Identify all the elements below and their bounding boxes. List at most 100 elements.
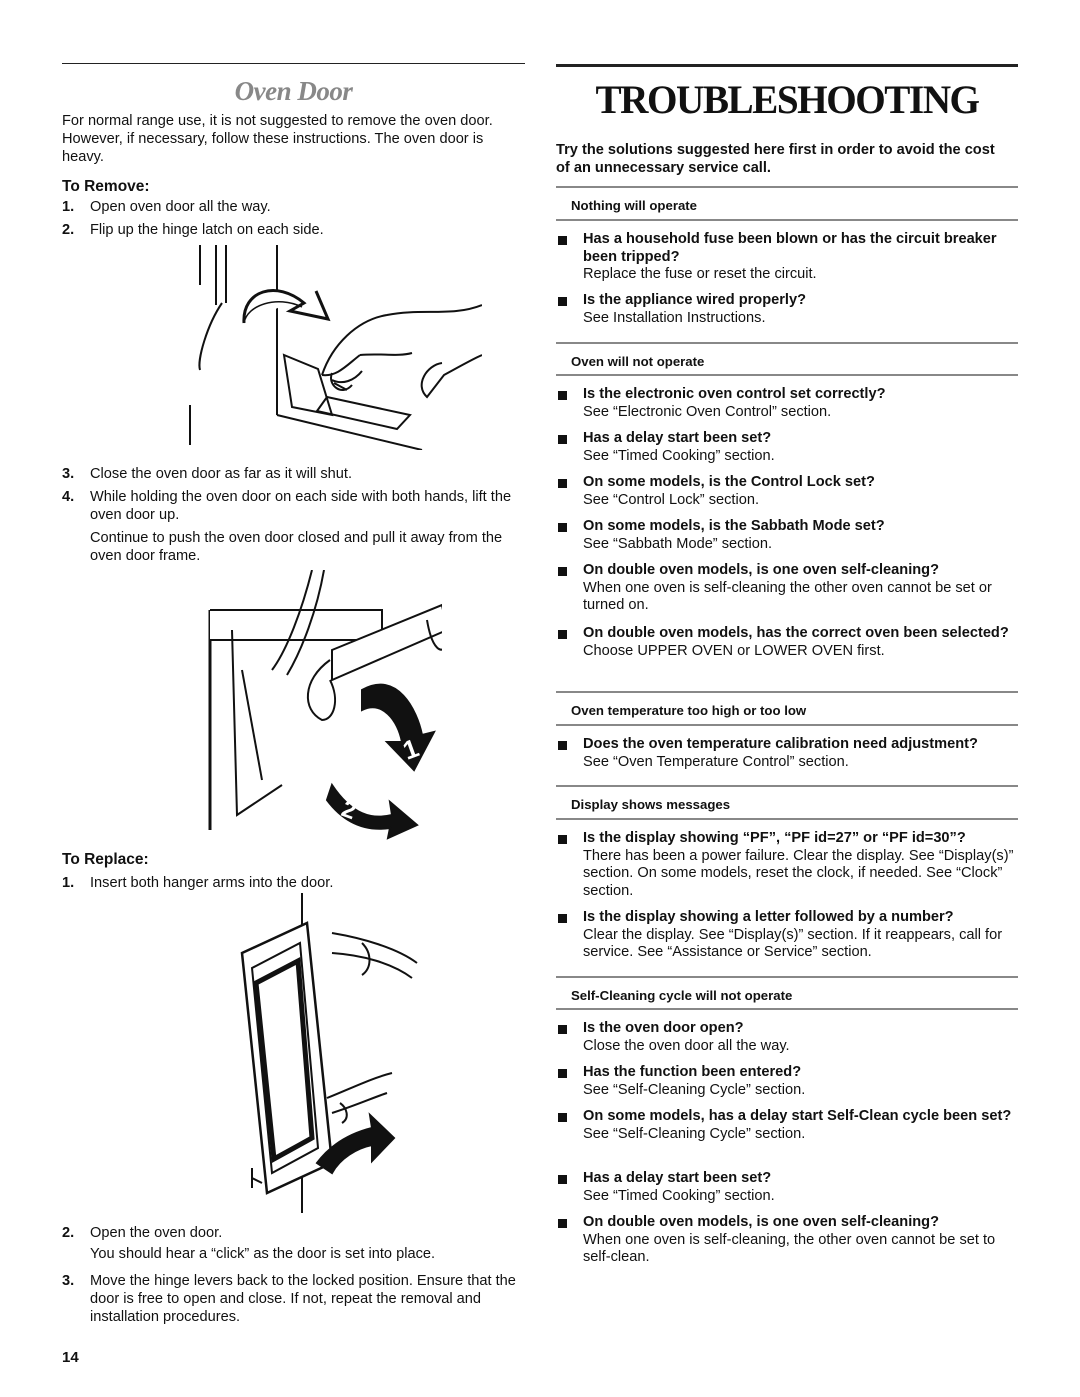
troubleshooting-item: Is the display showing a letter followed… — [556, 909, 1018, 962]
answer: See “Oven Temperature Control” section. — [583, 753, 849, 770]
step-text: Open oven door all the way. — [90, 199, 271, 215]
replace-step-2: 2. Open the oven door. — [62, 1224, 522, 1242]
troubleshooting-item: Is the oven door open? Close the oven do… — [556, 1020, 1018, 1055]
section-heading-nothing-will-operate: Nothing will operate — [571, 198, 698, 213]
bullet-square-icon — [558, 1025, 567, 1034]
answer: Replace the fuse or reset the circuit. — [583, 266, 817, 282]
troubleshooting-item: On double oven models, is one oven self-… — [556, 1214, 1018, 1267]
troubleshooting-item: Does the oven temperature calibration ne… — [556, 736, 1018, 771]
section-heading-oven-will-not-operate: Oven will not operate — [571, 354, 705, 369]
troubleshooting-item: Is the display showing “PF”, “PF id=27” … — [556, 830, 1018, 900]
step-number: 2. — [62, 222, 75, 238]
step-number: 1. — [62, 199, 75, 215]
section-rule — [556, 374, 1018, 376]
oven-door-title: Oven Door — [234, 76, 353, 106]
bullet-square-icon — [558, 567, 567, 576]
step-number: 4. — [62, 489, 75, 505]
step-text: Flip up the hinge latch on each side. — [90, 222, 324, 238]
bullet-square-icon — [558, 236, 567, 245]
question: On double oven models, is one oven self-… — [583, 562, 939, 578]
answer: Clear the display. See “Display(s)” sect… — [583, 926, 1003, 961]
answer: See “Sabbath Mode” section. — [583, 535, 773, 552]
question: Does the oven temperature calibration ne… — [583, 736, 978, 752]
answer: See “Electronic Oven Control” section. — [583, 403, 832, 420]
section-rule — [556, 186, 1018, 188]
answer: See “Control Lock” section. — [583, 491, 760, 508]
oven-door-intro: For normal range use, it is not suggeste… — [62, 113, 493, 165]
hinge-latch-illustration — [189, 245, 482, 450]
step-text: Open the oven door. — [90, 1225, 223, 1241]
answer: See “Self-Cleaning Cycle” section. — [583, 1125, 806, 1142]
remove-continue-text: Continue to push the oven door closed an… — [62, 529, 522, 565]
bullet-square-icon — [558, 523, 567, 532]
answer: Choose UPPER OVEN or LOWER OVEN first. — [583, 642, 885, 659]
section-rule — [556, 785, 1018, 787]
answer: When one oven is self-cleaning the other… — [583, 579, 992, 614]
question: Is the display showing a letter followed… — [583, 909, 954, 925]
question: Has a delay start been set? — [583, 1170, 772, 1186]
troubleshooting-intro: Try the solutions suggested here first i… — [556, 142, 995, 176]
remove-step-1: 1. Open oven door all the way. — [62, 198, 522, 216]
answer: Close the oven door all the way. — [583, 1037, 790, 1054]
step-number: 2. — [62, 1225, 75, 1241]
question: Has the function been entered? — [583, 1064, 802, 1080]
troubleshooting-item: Has the function been entered? See “Self… — [556, 1064, 1018, 1099]
troubleshooting-item: On some models, is the Sabbath Mode set?… — [556, 518, 1018, 553]
replace-step-3: 3. Move the hinge levers back to the loc… — [62, 1272, 522, 1326]
bullet-square-icon — [558, 914, 567, 923]
question: Is the display showing “PF”, “PF id=27” … — [583, 830, 966, 846]
remove-step-4: 4. While holding the oven door on each s… — [62, 488, 522, 524]
question: On some models, is the Control Lock set? — [583, 474, 875, 490]
section-rule — [556, 818, 1018, 820]
answer: See “Timed Cooking” section. — [583, 1187, 775, 1204]
troubleshooting-item: Is the electronic oven control set corre… — [556, 386, 1018, 421]
bullet-square-icon — [558, 1219, 567, 1228]
troubleshooting-item: On double oven models, has the correct o… — [556, 625, 1018, 660]
troubleshooting-item: Has a delay start been set? See “Timed C… — [556, 430, 1018, 465]
section-heading-oven-temperature: Oven temperature too high or too low — [571, 703, 807, 718]
troubleshooting-item: On some models, is the Control Lock set?… — [556, 474, 1018, 509]
answer: See “Self-Cleaning Cycle” section. — [583, 1081, 806, 1098]
remove-step-2: 2. Flip up the hinge latch on each side. — [62, 221, 522, 239]
answer: When one oven is self-cleaning, the othe… — [583, 1231, 996, 1266]
bullet-square-icon — [558, 435, 567, 444]
remove-step-3: 3. Close the oven door as far as it will… — [62, 465, 522, 483]
door-removal-illustration: 1 2 — [208, 570, 442, 840]
question: On double oven models, is one oven self-… — [583, 1214, 939, 1230]
question: Is the appliance wired properly? — [583, 292, 807, 308]
troubleshooting-item: Has a delay start been set? See “Timed C… — [556, 1170, 1018, 1205]
replace-click-text: You should hear a “click” as the door is… — [62, 1245, 522, 1263]
bullet-square-icon — [558, 1113, 567, 1122]
section-rule — [556, 342, 1018, 344]
section-rule — [556, 219, 1018, 221]
question: On some models, is the Sabbath Mode set? — [583, 518, 885, 534]
answer: See “Timed Cooking” section. — [583, 447, 775, 464]
question: On double oven models, has the correct o… — [583, 625, 1009, 641]
bullet-square-icon — [558, 835, 567, 844]
question: Has a household fuse been blown or has t… — [583, 231, 997, 265]
continue-text: Continue to push the oven door closed an… — [90, 530, 503, 564]
question: Is the oven door open? — [583, 1020, 744, 1036]
answer: See Installation Instructions. — [583, 309, 766, 326]
question: Has a delay start been set? — [583, 430, 772, 446]
step-text: While holding the oven door on each side… — [90, 489, 512, 523]
bullet-square-icon — [558, 297, 567, 306]
section-rule — [556, 724, 1018, 726]
step-number: 3. — [62, 1273, 75, 1289]
answer: There has been a power failure. Clear th… — [583, 847, 1014, 899]
question: On some models, has a delay start Self-C… — [583, 1108, 1012, 1124]
replace-step-1: 1. Insert both hanger arms into the door… — [62, 874, 522, 892]
page-number: 14 — [62, 1349, 79, 1366]
bullet-square-icon — [558, 391, 567, 400]
bullet-square-icon — [558, 630, 567, 639]
troubleshooting-item: Is the appliance wired properly? See Ins… — [556, 292, 1018, 327]
bullet-square-icon — [558, 479, 567, 488]
troubleshooting-item: On some models, has a delay start Self-C… — [556, 1108, 1018, 1143]
step-number: 3. — [62, 466, 75, 482]
section-rule — [556, 976, 1018, 978]
step-text: Close the oven door as far as it will sh… — [90, 466, 353, 482]
section-rule — [62, 63, 525, 64]
troubleshooting-item: On double oven models, is one oven self-… — [556, 562, 1018, 615]
troubleshooting-title: TROUBLESHOOTING — [595, 77, 980, 122]
section-heading-display-shows-messages: Display shows messages — [571, 797, 731, 812]
